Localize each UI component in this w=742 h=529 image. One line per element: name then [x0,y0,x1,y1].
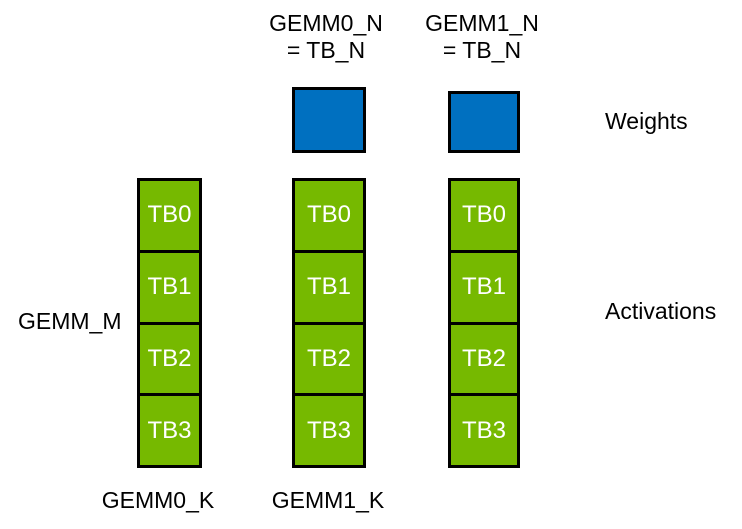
tb-cell: TB2 [140,325,199,397]
activations-label: Activations [605,298,717,324]
gemm0-k-label: GEMM0_K [101,487,215,513]
tb-cell: TB2 [295,325,363,397]
gemm1-n-label-line2: = TB_N [442,37,522,63]
tb-cell: TB3 [461,416,506,444]
tb-cell: TB1 [140,253,199,325]
tb-cell: TB0 [451,181,517,253]
weights-label: Weights [605,108,688,134]
tb-cell: TB3 [147,416,192,444]
activations-column-2: TB0 TB1 TB2 TB3 [448,178,520,468]
gemm1-n-label-line1: GEMM1_N [425,10,539,36]
weights-block-0 [292,87,366,153]
gemm1-n-label: GEMM1_N = TB_N [402,10,562,64]
tb-cell: TB1 [295,253,363,325]
weights-block-1 [448,91,520,153]
gemm0-n-label-line1: GEMM0_N [269,10,383,36]
activations-column-0: TB0 TB1 TB2 TB3 [137,178,202,468]
activations-column-1: TB0 TB1 TB2 TB3 [292,178,366,468]
tb-cell: TB0 [140,181,199,253]
tb-cell: TB3 [306,416,351,444]
tb-cell: TB1 [451,253,517,325]
gemm1-k-label: GEMM1_K [271,487,385,513]
gemm0-n-label-line2: = TB_N [286,37,366,63]
tb-cell: TB2 [451,325,517,397]
gemm-m-label: GEMM_M [18,308,122,334]
gemm0-n-label: GEMM0_N = TB_N [246,10,406,64]
tb-cell: TB0 [295,181,363,253]
